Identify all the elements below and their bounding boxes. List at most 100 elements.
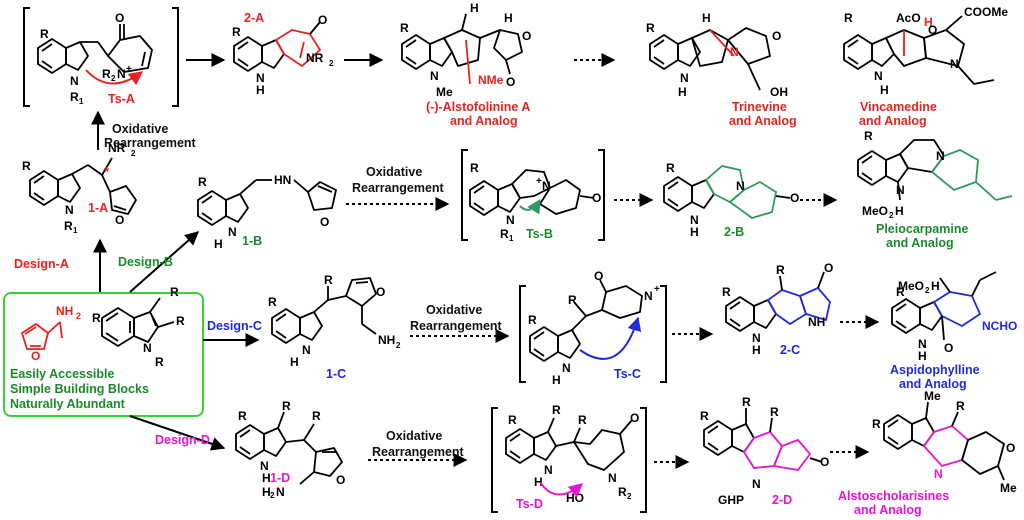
2c-indole-h: H <box>752 343 761 357</box>
alsto-r-top: R <box>956 399 965 413</box>
compound-2b: R N O N H 2-B <box>663 161 799 239</box>
tsa-r: R <box>40 27 49 41</box>
pleio-indole-n: N <box>896 183 905 197</box>
arrow-1a-to-tsa: Oxidative Rearrangement <box>91 110 197 150</box>
2d-r-ch: R <box>770 405 779 419</box>
label-alstoscholarisines-analog: and Analog <box>854 503 922 517</box>
label-2d: 2-D <box>772 493 792 507</box>
label-pleiocarpamine-analog: and Analog <box>886 236 954 250</box>
2b-indole-n: N <box>690 213 699 227</box>
1a-r1: R <box>64 219 73 233</box>
alst-me: Me <box>436 85 453 99</box>
trin-n: N <box>730 45 739 59</box>
label-2c: 2-C <box>780 343 800 357</box>
step-c-line2: Rearrangement <box>410 319 503 333</box>
aspido-meo2c-c: H <box>931 279 940 293</box>
aspido-indole-n: N <box>918 337 927 351</box>
2c-nh: NH <box>808 315 825 329</box>
tsd-curly-arrow <box>539 481 584 498</box>
tsb-o: O <box>592 191 601 205</box>
1a-o: O <box>115 213 124 227</box>
1a-r: R <box>22 159 31 173</box>
compound-1c: R R O NH 2 N H 1-C <box>268 273 401 381</box>
tsa-r2n: R <box>102 67 111 81</box>
tsa-indole-n: N <box>70 74 79 88</box>
alsto-o: O <box>1006 441 1015 455</box>
trin-indole-n: N <box>680 71 689 85</box>
alst-h2: H <box>504 11 513 25</box>
compound-1a: * R NR 2 O N R 1 1-A <box>22 141 137 235</box>
arrow-design-b <box>129 231 200 293</box>
2a-h: H <box>256 83 265 97</box>
step-b-line1: Oxidative <box>366 165 422 179</box>
vinc-h: H <box>924 15 933 29</box>
vertical-step-line1: Oxidative <box>112 122 168 136</box>
2b-r: R <box>666 161 675 175</box>
1c-r: R <box>324 273 333 287</box>
step-b-line2: Rearrangement <box>352 181 445 195</box>
1d-nh2-h: H <box>262 485 271 499</box>
aspido-r: R <box>896 285 905 299</box>
label-trinevine-analog: and Analog <box>729 114 797 128</box>
aspido-indole-h: H <box>918 349 927 363</box>
vinc-aco: AcO <box>896 11 921 25</box>
1d-o: O <box>336 473 345 487</box>
tsa-plus: + <box>126 64 132 75</box>
alst-o1: O <box>522 29 531 43</box>
tsd-o: O <box>630 411 639 425</box>
vinc-r: R <box>844 11 853 25</box>
2d-o: O <box>820 455 829 469</box>
label-tsa: Ts-A <box>108 92 135 106</box>
1c-nh2: NH <box>378 333 395 347</box>
pleio-meo2c-sub: 2 <box>889 211 894 220</box>
design-c-label: Design-C <box>207 319 262 333</box>
compound-2a: R O NR 2 N H 2-A <box>232 11 334 97</box>
label-1d: 1-D <box>270 471 290 485</box>
box-line-simple: Simple Building Blocks <box>10 382 149 396</box>
amine-subscript: 2 <box>76 311 81 321</box>
label-tsc: Ts-C <box>614 367 641 381</box>
2a-nr2-sub: 2 <box>329 59 334 68</box>
label-tsd: Ts-D <box>516 497 543 511</box>
alst-h: H <box>470 1 479 15</box>
label-vincamedine: Vincamedine <box>860 100 937 114</box>
tsc-r-ring: R <box>528 313 537 327</box>
building-blocks-box: O NH 2 R R R N R Easily Accessible Simpl… <box>3 285 204 417</box>
1c-nh2-sub: 2 <box>396 341 401 350</box>
tsd-r2: R <box>618 485 627 499</box>
1c-r-ring: R <box>268 295 277 309</box>
tsb-r: R <box>470 161 479 175</box>
tsc-n: N <box>644 289 653 303</box>
tsc-o: O <box>594 269 603 283</box>
furan-oxygen: O <box>31 349 40 363</box>
tsb-r1-sub: 1 <box>509 234 514 243</box>
1b-n: N <box>228 225 237 239</box>
trin-o: O <box>772 29 781 43</box>
alsto-me-top: Me <box>924 389 941 403</box>
tsd-r-ch: R <box>578 413 587 427</box>
2b-o: O <box>790 191 799 205</box>
tsb-r1: R <box>500 227 509 241</box>
design-d-label: Design-D <box>155 433 210 447</box>
amine-label: NH <box>56 304 73 318</box>
tsc-r: R <box>568 293 577 307</box>
step-arrow-c: Oxidative Rearrangement <box>410 303 510 343</box>
2c-r: R <box>722 285 731 299</box>
aspido-ncho: NCHO <box>982 319 1017 333</box>
1b-r: R <box>198 175 207 189</box>
label-tsb: Ts-B <box>526 227 553 241</box>
tsa-o: O <box>115 11 124 25</box>
trin-h: H <box>702 11 711 25</box>
pleio-r: R <box>864 129 873 143</box>
2c-o: O <box>824 261 833 275</box>
transition-state-b: R N + O N R 1 Ts-B <box>461 149 605 243</box>
1c-h: H <box>290 355 299 369</box>
2c-r-top: R <box>776 263 785 277</box>
tsb-plus: + <box>536 176 542 187</box>
label-alstofolinine: (-)-Alstofolinine A <box>426 100 530 114</box>
tsc-indole-n: N <box>562 361 571 375</box>
alst-n: N <box>430 69 439 83</box>
transition-state-d: R R R O N R 2 HO N H Ts-D <box>491 403 647 513</box>
vinc-indole-h: H <box>880 83 889 97</box>
